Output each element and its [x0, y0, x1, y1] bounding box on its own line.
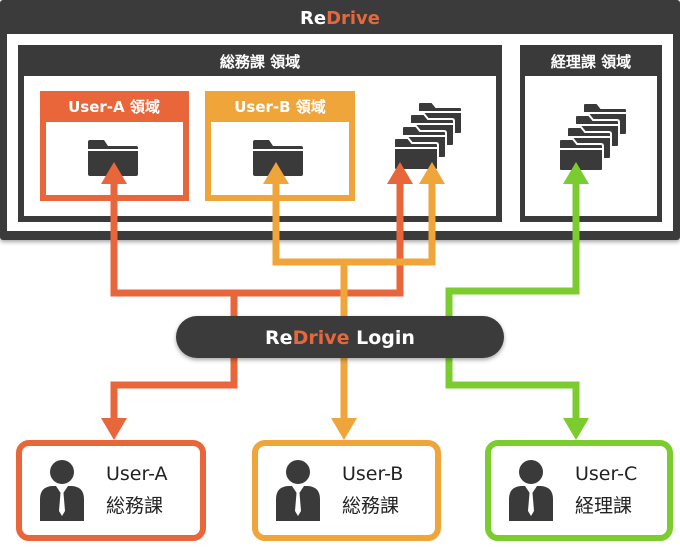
arrow-up-icon	[419, 162, 445, 184]
user-b-area: User-B 領域	[205, 91, 355, 201]
user-card-a: User-A 総務課	[16, 440, 206, 541]
general-affairs-label: 総務課 領域	[220, 53, 300, 71]
redrive-title: ReDrive	[300, 8, 380, 29]
accounting-label: 経理課 領域	[551, 53, 631, 71]
arrow-up-icon	[387, 162, 413, 184]
user-card-c: User-C 経理課	[485, 440, 673, 541]
user-dept: 総務課	[342, 495, 399, 517]
arrow-down-icon	[101, 418, 127, 440]
user-name: User-B	[342, 463, 403, 485]
user-b-access-line	[272, 180, 436, 266]
login-label: ReDrive Login	[265, 327, 415, 349]
user-a-area-label: User-A 領域	[68, 98, 160, 116]
arrow-up-icon	[263, 162, 289, 184]
user-name: User-A	[106, 463, 168, 485]
arrow-down-icon	[331, 418, 357, 440]
arrow-up-icon	[101, 162, 127, 184]
login-button[interactable]: ReDrive Login	[176, 316, 504, 358]
user-dept: 総務課	[106, 495, 163, 517]
arrow-up-icon	[563, 162, 589, 184]
user-a-access-line	[110, 180, 404, 297]
user-name: User-C	[575, 463, 637, 485]
user-b-area-label: User-B 領域	[234, 98, 326, 116]
user-a-login-line	[110, 293, 238, 424]
arrow-down-icon	[563, 418, 589, 440]
user-card-b: User-B 総務課	[252, 440, 441, 541]
user-dept: 経理課	[575, 495, 632, 517]
